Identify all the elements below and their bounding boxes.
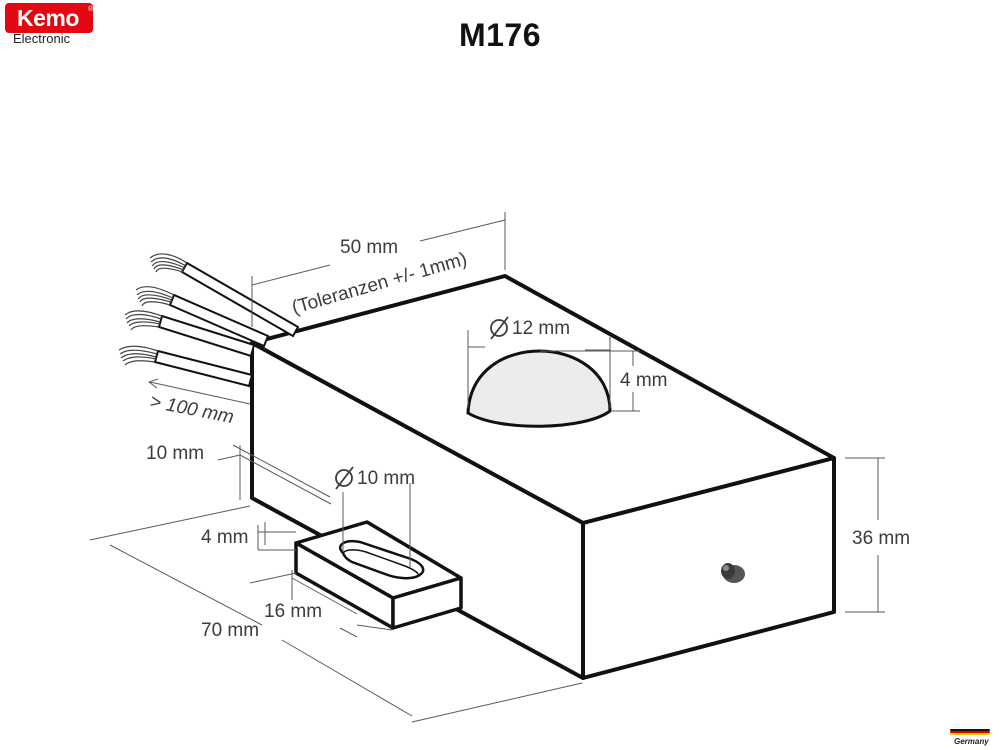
tab-side-face <box>391 576 463 630</box>
cable-2 <box>135 286 270 348</box>
mounting-hole-inner-wall <box>342 549 420 577</box>
logo-brand-text: Kemo <box>17 5 79 31</box>
logo-subtitle: Electronic <box>13 31 71 46</box>
cable-4 <box>118 345 254 388</box>
made-in-germany-label: Germany <box>954 737 989 746</box>
connection-cables <box>118 253 300 388</box>
dim-length-top: 50 mm <box>340 237 398 258</box>
dim-tab-width: 10 mm <box>146 443 204 464</box>
dim-lens-diameter: 12 mm <box>512 318 570 339</box>
dim-cable-length: > 100 mm <box>148 391 235 428</box>
dimension-lines <box>89 212 885 723</box>
side-indicator <box>721 563 745 583</box>
diameter-icon <box>490 316 509 340</box>
germany-flag-icon <box>950 729 990 736</box>
sensor-lens-front-edge <box>467 410 611 428</box>
dim-height: 36 mm <box>852 528 910 549</box>
dim-hole-diameter: 10 mm <box>357 468 415 489</box>
model-title: M176 <box>458 17 542 53</box>
cable-3 <box>124 310 256 358</box>
cable-1 <box>149 253 300 338</box>
box-right-face <box>581 456 836 680</box>
registered-mark: ® <box>88 6 94 13</box>
dim-total-length: 70 mm <box>201 620 259 641</box>
diameter-icon <box>335 466 354 490</box>
logo-badge: Kemo ® <box>5 3 93 33</box>
dim-tab-height: 4 mm <box>201 527 249 548</box>
dim-lens-height: 4 mm <box>620 370 668 391</box>
dim-tab-length: 16 mm <box>264 601 322 622</box>
